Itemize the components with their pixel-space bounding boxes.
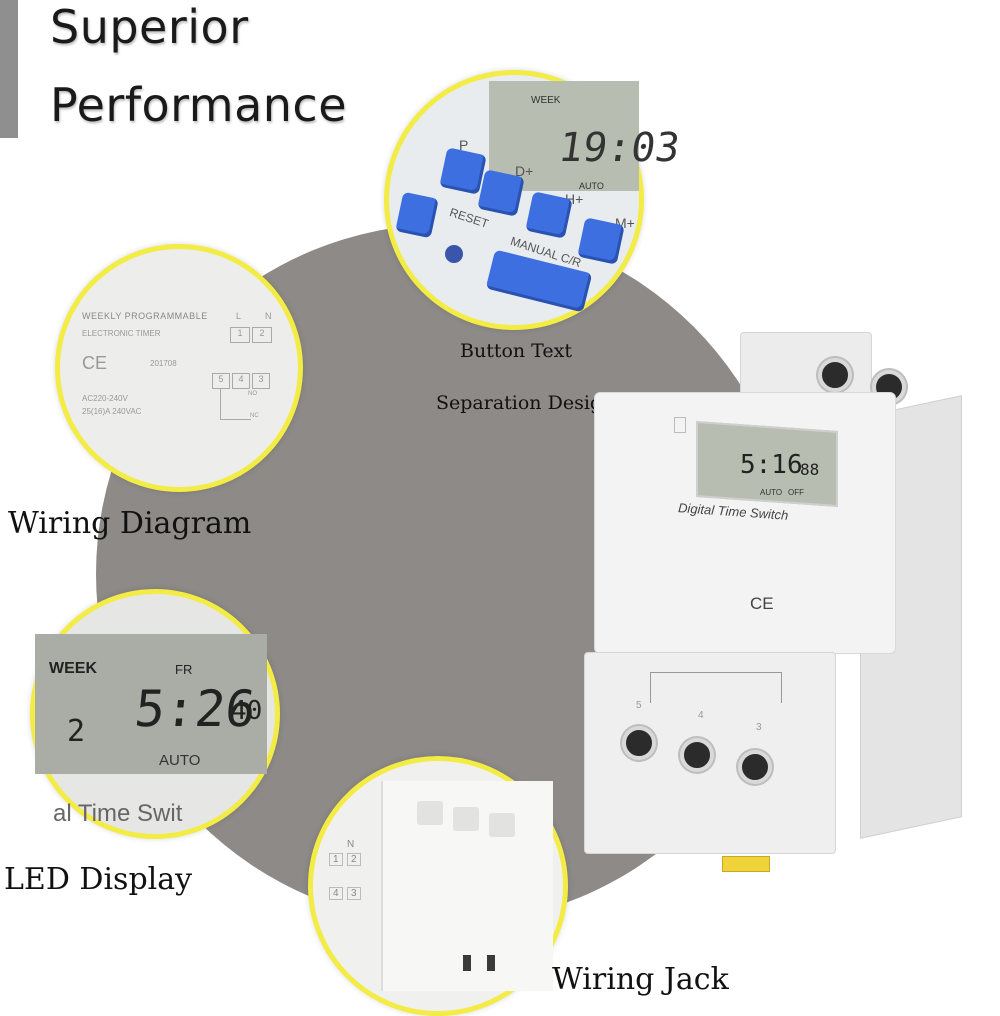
- bottom-terminal-screw-5: [622, 726, 656, 760]
- terminal-box-4: 4: [232, 373, 250, 389]
- contact-diagram-lines: [220, 389, 251, 420]
- terminal-letter-l: L: [236, 311, 242, 321]
- device-terminal-num-3: 3: [756, 722, 762, 733]
- headline-line-2: Performance: [50, 78, 347, 132]
- m-plus-key[interactable]: [577, 217, 625, 265]
- rating-line-1: AC220-240V: [82, 394, 128, 403]
- label-line-1: WEEKLY PROGRAMMABLE: [82, 311, 208, 321]
- buttons-zoom-week: WEEK: [531, 95, 561, 106]
- button-text-callout: WEEK 19:03 AUTO P D+ H+ M+ RESET MANUAL …: [384, 70, 683, 330]
- d-key-label: D+: [515, 163, 534, 179]
- wiring-diagram-caption: Wiring Diagram: [8, 506, 252, 541]
- device-lcd-time: 5:16: [740, 450, 803, 480]
- status-indicator: [674, 417, 686, 433]
- rating-line-2: 25(16)A 240VAC: [82, 407, 142, 416]
- device-terminal-num-4: 4: [698, 710, 704, 721]
- terminal-box-1: 1: [230, 327, 250, 343]
- reset-hole[interactable]: [445, 245, 463, 263]
- terminal-letter-n: N: [265, 311, 272, 321]
- device-ce-mark: CE: [750, 594, 774, 613]
- jack-num-4: 4: [329, 887, 343, 900]
- din-rail-clip: [722, 856, 770, 872]
- no-contact-label: NO: [248, 391, 257, 397]
- terminal-box-5: 5: [212, 373, 230, 389]
- led-zoom-day-number: 2: [67, 714, 86, 749]
- button-text-caption-line-1: Button Text: [460, 340, 572, 362]
- wiring-diagram-callout: WEEKLY PROGRAMMABLE ELECTRONIC TIMER CE …: [55, 244, 303, 492]
- wiring-jack-caption: Wiring Jack: [552, 962, 729, 997]
- d-plus-key[interactable]: [477, 169, 525, 217]
- jack-num-2: 2: [347, 853, 361, 866]
- jack-num-3: 3: [347, 887, 361, 900]
- bottom-terminal-screw-3: [738, 750, 772, 784]
- jack-pin-2: [487, 955, 495, 971]
- label-line-2: ELECTRONIC TIMER: [82, 329, 161, 338]
- terminal-box-3: 3: [252, 373, 270, 389]
- headline-line-1: Superior: [50, 0, 249, 54]
- ce-mark: CE: [82, 353, 108, 373]
- device-lcd-small-digits: 88: [800, 460, 820, 479]
- device-contact-diagram: [650, 672, 782, 703]
- led-zoom-lcd: [35, 634, 267, 774]
- buttons-zoom-auto: AUTO: [579, 181, 604, 191]
- p-key[interactable]: [439, 147, 487, 195]
- device-lcd-auto: AUTO: [760, 488, 783, 497]
- nc-contact-label: NC: [250, 413, 259, 419]
- top-terminal-screw-1: [818, 358, 852, 392]
- timer-device: 5:16 88 AUTO OFF Digital Time Switch CE …: [580, 326, 990, 886]
- buttons-zoom-digits: 19:03: [555, 125, 683, 171]
- jack-letter-n: N: [347, 839, 355, 850]
- h-plus-key[interactable]: [525, 191, 573, 239]
- label-code: 201708: [150, 359, 177, 368]
- jack-slot-3: [489, 813, 515, 837]
- buttons-zoom-lcd: [489, 81, 639, 191]
- button-text-caption-line-2: Separation Design: [436, 392, 615, 414]
- led-display-caption: LED Display: [4, 862, 193, 897]
- bottom-terminal-screw-4: [680, 738, 714, 772]
- device-terminal-num-5: 5: [636, 700, 642, 711]
- jack-num-1: 1: [329, 853, 343, 866]
- jack-slot-2: [453, 807, 479, 831]
- led-zoom-auto: AUTO: [159, 752, 201, 769]
- led-display-callout: WEEK FR 2 5:26 40 AUTO al Time Swit: [30, 589, 280, 839]
- led-zoom-brand: al Time Swit: [53, 800, 183, 827]
- p-key-label: P: [459, 137, 469, 153]
- clock-key[interactable]: [395, 191, 439, 239]
- led-zoom-week: WEEK: [49, 660, 97, 677]
- wiring-jack-callout: 1 2 N 4 3: [308, 756, 568, 1016]
- terminal-box-2: 2: [252, 327, 272, 343]
- jack-slot-1: [417, 801, 443, 825]
- device-lcd-off: OFF: [788, 488, 804, 497]
- led-zoom-seconds: 40: [231, 696, 263, 726]
- jack-pin-1: [463, 955, 471, 971]
- headline-accent-bar: [0, 0, 18, 138]
- led-zoom-day: FR: [175, 662, 193, 677]
